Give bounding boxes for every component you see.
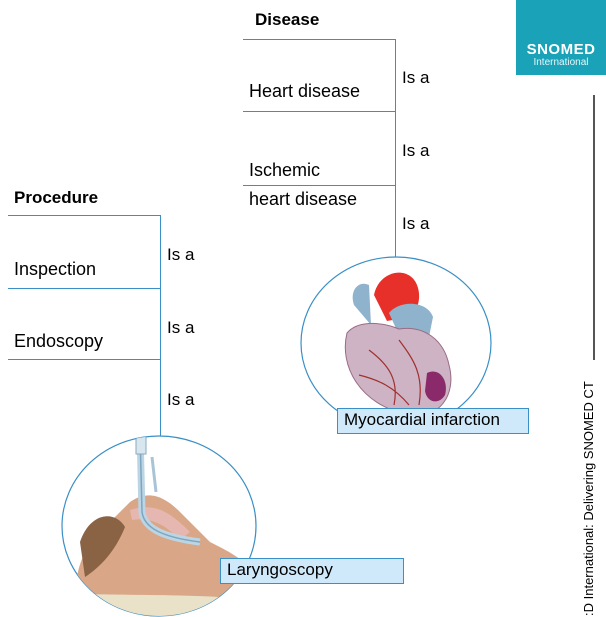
procedure-heading: Procedure: [14, 188, 98, 208]
procedure-level-endoscopy: Endoscopy: [14, 331, 103, 351]
logo-line2: International: [516, 57, 606, 69]
procedure-isa-1: Is a: [167, 245, 194, 265]
disease-level-heart-disease-2: heart disease: [249, 189, 357, 209]
procedure-isa-2: Is a: [167, 318, 194, 338]
procedure-rule-2: [8, 288, 161, 289]
procedure-rule-3: [8, 359, 161, 360]
disease-spine: [395, 39, 396, 261]
disease-rule-2: [243, 111, 396, 112]
side-rule: [593, 95, 595, 360]
heart-illustration: [299, 255, 495, 433]
procedure-level-inspection: Inspection: [14, 259, 96, 279]
laryngoscopy-illustration: [60, 432, 260, 617]
procedure-isa-3: Is a: [167, 390, 194, 410]
disease-isa-1: Is a: [402, 68, 429, 88]
side-footer-text: :D International: Delivering SNOMED CT: [582, 381, 596, 616]
disease-isa-3: Is a: [402, 214, 429, 234]
disease-rule-3: [243, 185, 396, 186]
disease-example-label: Myocardial infarction: [337, 408, 529, 434]
logo-line1: SNOMED: [516, 42, 606, 57]
snomed-logo: SNOMED International: [516, 0, 606, 75]
disease-isa-2: Is a: [402, 141, 429, 161]
disease-rule-top: [243, 39, 396, 40]
disease-level-heart-disease: Heart disease: [249, 81, 360, 101]
procedure-example-label: Laryngoscopy: [220, 558, 404, 584]
disease-level-ischemic: Ischemic: [249, 160, 320, 180]
disease-heading: Disease: [255, 10, 319, 30]
procedure-rule-top: [8, 215, 161, 216]
procedure-spine: [160, 215, 161, 437]
